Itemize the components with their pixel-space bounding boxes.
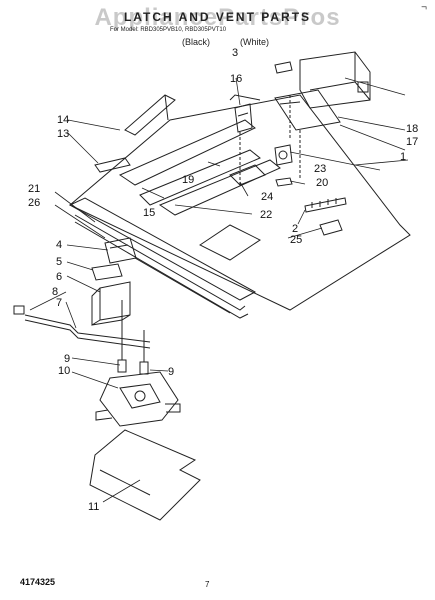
callout-20: 20 xyxy=(316,177,328,189)
corner-mark: ¬ xyxy=(421,2,427,13)
bottom-plate xyxy=(89,429,201,521)
callout-10: 10 xyxy=(58,365,70,377)
callout-18: 18 xyxy=(406,123,418,135)
latch-rod xyxy=(24,314,151,349)
callout-8: 8 xyxy=(52,286,58,298)
footer-code: 4174325 xyxy=(20,577,56,587)
callout-26: 26 xyxy=(28,197,40,209)
callout-22: 22 xyxy=(260,209,272,221)
vent-duct xyxy=(234,103,253,133)
callout-4: 4 xyxy=(56,239,62,251)
callout-13: 13 xyxy=(57,128,69,140)
callout-5: 5 xyxy=(56,256,62,268)
callout-14: 14 xyxy=(57,114,69,126)
color-black-label: (Black) xyxy=(182,37,211,47)
callout-21: 21 xyxy=(28,183,40,195)
color-white-label: (White) xyxy=(240,37,269,47)
callout-7: 7 xyxy=(56,297,62,309)
callout-9b: 9 xyxy=(168,366,174,378)
latch-assembly xyxy=(99,371,179,427)
callout-3: 3 xyxy=(232,47,238,59)
page-number: 7 xyxy=(205,580,210,589)
callout-24: 24 xyxy=(261,191,273,203)
diagram-title: LATCH AND VENT PARTS xyxy=(123,10,312,24)
model-numbers: For Model: RBD305PVB10, RBD305PVT10 xyxy=(110,27,227,33)
callout-23: 23 xyxy=(314,163,326,175)
callout-15: 15 xyxy=(143,207,155,219)
callout-6: 6 xyxy=(56,271,62,283)
watermark: AppliancePartsPros xyxy=(94,4,341,31)
callout-9a: 9 xyxy=(64,353,70,365)
callout-11: 11 xyxy=(88,501,99,513)
callout-17: 17 xyxy=(406,136,418,148)
callout-19: 19 xyxy=(182,174,194,186)
callout-25: 25 xyxy=(290,234,302,246)
callout-1: 1 xyxy=(400,151,406,163)
callout-16: 16 xyxy=(230,73,242,85)
front-rail xyxy=(68,197,257,301)
callout-2: 2 xyxy=(292,223,298,235)
